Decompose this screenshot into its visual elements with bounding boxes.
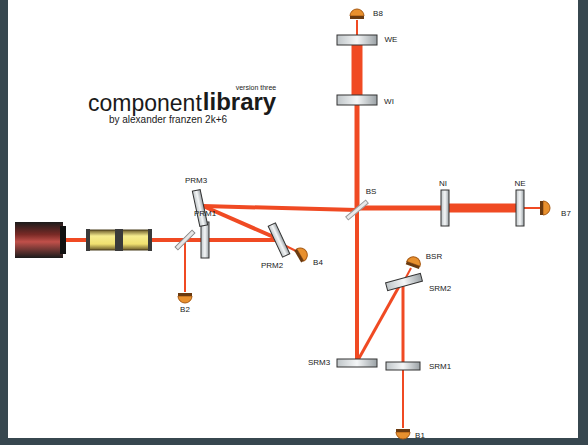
component-label: PRM1 (194, 210, 216, 218)
component-label: NI (439, 180, 447, 188)
component-label: WI (384, 98, 394, 106)
component-label: B8 (373, 10, 383, 18)
component-label: WE (385, 36, 398, 44)
canvas (8, 0, 578, 438)
component-label: BS (366, 188, 377, 196)
laser (15, 222, 63, 258)
component-label: NE (514, 180, 525, 188)
component-label: B1 (415, 432, 425, 440)
modulators (86, 229, 152, 251)
component-label: SRM3 (308, 359, 330, 367)
title-word: library (203, 90, 276, 114)
laser-beams (60, 20, 540, 428)
component-label: B4 (313, 259, 323, 267)
component-label: B2 (180, 306, 190, 314)
component-label: BSR (426, 253, 442, 261)
version-note: version three (236, 84, 276, 91)
title-word: component (88, 92, 202, 115)
component-label: PRM2 (261, 262, 283, 270)
author-credit: by alexander franzen 2k+6 (109, 115, 227, 125)
component-label: PRM3 (185, 177, 207, 185)
component-label: SRM2 (429, 285, 451, 293)
component-label: B7 (561, 210, 571, 218)
component-label: SRM1 (429, 363, 451, 371)
mirrors (175, 35, 524, 370)
laser-aperture (60, 226, 66, 254)
